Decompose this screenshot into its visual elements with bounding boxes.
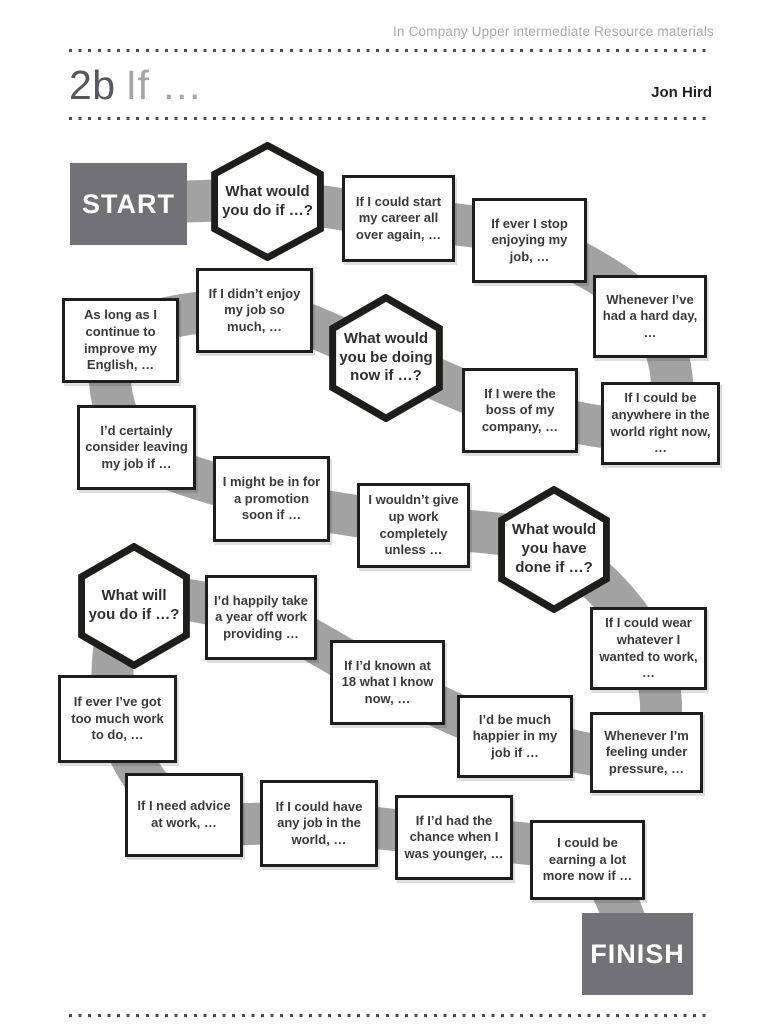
series-header: In Company Upper intermediate Resource m… (393, 24, 714, 39)
hexagon-space-4: What will you do if …? (77, 543, 191, 669)
card-start-career: If I could start my career all over agai… (342, 175, 455, 262)
card-earning-more: I could be earning a lot more now if … (530, 820, 645, 900)
card-give-up-work: I wouldn’t give up work completely unles… (357, 483, 470, 568)
dotted-divider-mid (69, 117, 712, 120)
card-promotion: I might be in for a promotion soon if … (213, 456, 330, 542)
card-year-off: I’d happily take a year off work providi… (205, 575, 317, 660)
dotted-divider-top (69, 49, 712, 52)
card-had-the-chance: If I’d had the chance when I was younger… (395, 795, 513, 880)
card-stop-enjoying: If ever I stop enjoying my job, … (472, 198, 587, 283)
card-much-happier: I’d be much happier in my job if … (457, 695, 573, 778)
card-hard-day: Whenever I’ve had a hard day, … (593, 275, 707, 358)
start-tile: START (70, 163, 187, 245)
hexagon-label: What will you do if …? (88, 587, 180, 623)
card-didnt-enjoy-job: If I didn’t enjoy my job so much, … (196, 268, 313, 353)
hexagon-space-1: What would you do if …? (210, 142, 325, 261)
card-improve-english: As long as I continue to improve my Engl… (62, 298, 179, 383)
finish-tile: FINISH (582, 913, 693, 995)
card-anywhere-world: If I could be anywhere in the world righ… (601, 382, 720, 465)
dotted-divider-bottom (69, 1014, 712, 1017)
hexagon-space-2: What would you be doing now if …? (328, 294, 444, 422)
card-boss-company: If I were the boss of my company, … (462, 368, 578, 453)
card-under-pressure: Whenever I’m feeling under pressure, … (590, 712, 703, 793)
hexagon-label: What would you do if …? (222, 182, 313, 219)
unit-title: If … (125, 62, 203, 108)
card-any-job: If I could have any job in the world, … (260, 780, 378, 867)
hexagon-label: What would you have done if …? (511, 521, 597, 576)
card-too-much-work: If ever I’ve got too much work to do, … (58, 675, 177, 763)
author-name: Jon Hird (651, 84, 712, 101)
card-wear-whatever: If I could wear whatever I wanted to wor… (590, 607, 707, 690)
unit-number: 2b (69, 62, 116, 108)
hexagon-space-3: What would you have done if …? (497, 486, 611, 613)
card-consider-leaving: I’d certainly consider leaving my job if… (77, 405, 196, 490)
card-advice-at-work: If I need advice at work, … (125, 773, 243, 857)
card-known-at-18: If I’d known at 18 what I know now, … (330, 640, 445, 725)
hexagon-label: What would you be doing now if …? (339, 329, 433, 385)
